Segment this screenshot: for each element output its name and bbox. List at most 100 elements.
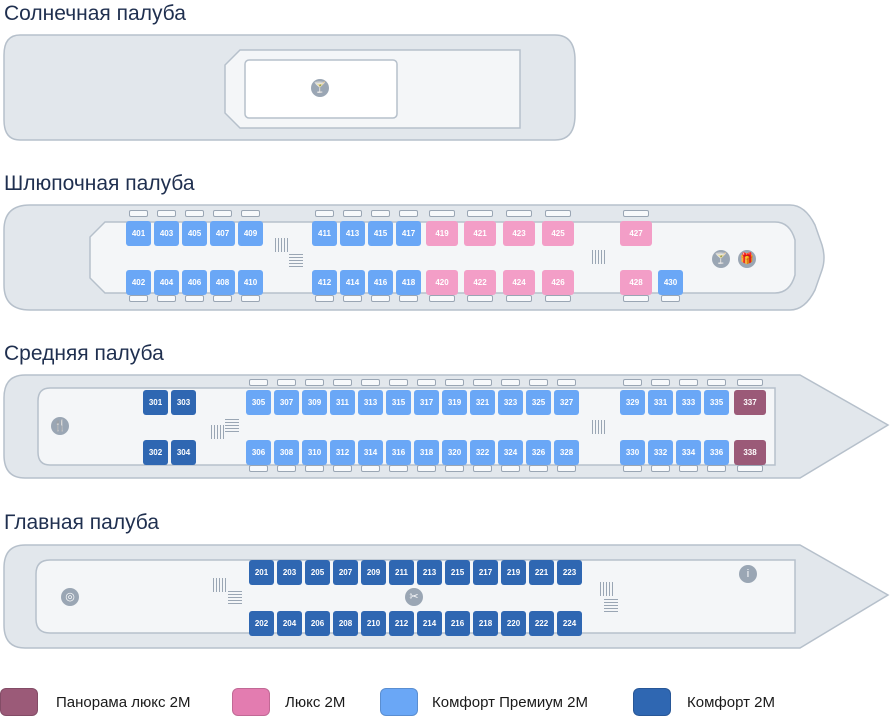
cabin-210[interactable]: 210 xyxy=(361,611,386,636)
cabin-221[interactable]: 221 xyxy=(529,560,554,585)
cabin-426[interactable]: 426 xyxy=(542,270,574,295)
cabin-201[interactable]: 201 xyxy=(249,560,274,585)
cabin-314[interactable]: 314 xyxy=(358,440,383,465)
cabin-209[interactable]: 209 xyxy=(361,560,386,585)
balcony-chairs xyxy=(473,379,492,386)
cabin-407[interactable]: 407 xyxy=(210,221,235,246)
cabin-404[interactable]: 404 xyxy=(154,270,179,295)
cabin-425[interactable]: 425 xyxy=(542,221,574,246)
cabin-411[interactable]: 411 xyxy=(312,221,337,246)
cabin-402[interactable]: 402 xyxy=(126,270,151,295)
cabin-338[interactable]: 338 xyxy=(734,440,766,465)
cabin-217[interactable]: 217 xyxy=(473,560,498,585)
cabin-322[interactable]: 322 xyxy=(470,440,495,465)
cabin-215[interactable]: 215 xyxy=(445,560,470,585)
cabin-336[interactable]: 336 xyxy=(704,440,729,465)
cabin-223[interactable]: 223 xyxy=(557,560,582,585)
cabin-337[interactable]: 337 xyxy=(734,390,766,415)
cabin-403[interactable]: 403 xyxy=(154,221,179,246)
cabin-207[interactable]: 207 xyxy=(333,560,358,585)
cabin-220[interactable]: 220 xyxy=(501,611,526,636)
cabin-419[interactable]: 419 xyxy=(426,221,458,246)
cabin-427[interactable]: 427 xyxy=(620,221,652,246)
cabin-320[interactable]: 320 xyxy=(442,440,467,465)
cabin-216[interactable]: 216 xyxy=(445,611,470,636)
cabin-303[interactable]: 303 xyxy=(171,390,196,415)
cabin-203[interactable]: 203 xyxy=(277,560,302,585)
cabin-428[interactable]: 428 xyxy=(620,270,652,295)
balcony-chairs xyxy=(277,379,296,386)
cabin-308[interactable]: 308 xyxy=(274,440,299,465)
cabin-202[interactable]: 202 xyxy=(249,611,274,636)
cabin-317[interactable]: 317 xyxy=(414,390,439,415)
cabin-214[interactable]: 214 xyxy=(417,611,442,636)
cabin-325[interactable]: 325 xyxy=(526,390,551,415)
cabin-310[interactable]: 310 xyxy=(302,440,327,465)
cabin-301[interactable]: 301 xyxy=(143,390,168,415)
cabin-330[interactable]: 330 xyxy=(620,440,645,465)
cabin-331[interactable]: 331 xyxy=(648,390,673,415)
cabin-326[interactable]: 326 xyxy=(526,440,551,465)
balcony-chairs xyxy=(679,379,698,386)
cabin-304[interactable]: 304 xyxy=(171,440,196,465)
cabin-409[interactable]: 409 xyxy=(238,221,263,246)
cabin-205[interactable]: 205 xyxy=(305,560,330,585)
cabin-414[interactable]: 414 xyxy=(340,270,365,295)
cabin-416[interactable]: 416 xyxy=(368,270,393,295)
cabin-319[interactable]: 319 xyxy=(442,390,467,415)
cabin-406[interactable]: 406 xyxy=(182,270,207,295)
cabin-316[interactable]: 316 xyxy=(386,440,411,465)
cabin-222[interactable]: 222 xyxy=(529,611,554,636)
cabin-219[interactable]: 219 xyxy=(501,560,526,585)
cabin-323[interactable]: 323 xyxy=(498,390,523,415)
cabin-302[interactable]: 302 xyxy=(143,440,168,465)
cabin-212[interactable]: 212 xyxy=(389,611,414,636)
cabin-423[interactable]: 423 xyxy=(503,221,535,246)
cabin-218[interactable]: 218 xyxy=(473,611,498,636)
cabin-412[interactable]: 412 xyxy=(312,270,337,295)
cabin-318[interactable]: 318 xyxy=(414,440,439,465)
cabin-305[interactable]: 305 xyxy=(246,390,271,415)
cabin-332[interactable]: 332 xyxy=(648,440,673,465)
cabin-329[interactable]: 329 xyxy=(620,390,645,415)
cabin-410[interactable]: 410 xyxy=(238,270,263,295)
cabin-321[interactable]: 321 xyxy=(470,390,495,415)
cabin-430[interactable]: 430 xyxy=(658,270,683,295)
legend-swatch xyxy=(633,688,671,716)
cabin-401[interactable]: 401 xyxy=(126,221,151,246)
cabin-421[interactable]: 421 xyxy=(464,221,496,246)
cabin-418[interactable]: 418 xyxy=(396,270,421,295)
cabin-204[interactable]: 204 xyxy=(277,611,302,636)
cabin-415[interactable]: 415 xyxy=(368,221,393,246)
cabin-206[interactable]: 206 xyxy=(305,611,330,636)
cabin-311[interactable]: 311 xyxy=(330,390,355,415)
cabin-211[interactable]: 211 xyxy=(389,560,414,585)
cabin-224[interactable]: 224 xyxy=(557,611,582,636)
stairs-icon xyxy=(228,590,242,604)
cabin-422[interactable]: 422 xyxy=(464,270,496,295)
balcony-chairs xyxy=(241,295,260,302)
cabin-417[interactable]: 417 xyxy=(396,221,421,246)
balcony-chairs xyxy=(249,379,268,386)
cabin-309[interactable]: 309 xyxy=(302,390,327,415)
cabin-312[interactable]: 312 xyxy=(330,440,355,465)
cabin-328[interactable]: 328 xyxy=(554,440,579,465)
cabin-424[interactable]: 424 xyxy=(503,270,535,295)
legend-swatch xyxy=(0,688,38,716)
cabin-335[interactable]: 335 xyxy=(704,390,729,415)
cabin-307[interactable]: 307 xyxy=(274,390,299,415)
cabin-408[interactable]: 408 xyxy=(210,270,235,295)
cabin-208[interactable]: 208 xyxy=(333,611,358,636)
cabin-334[interactable]: 334 xyxy=(676,440,701,465)
cabin-306[interactable]: 306 xyxy=(246,440,271,465)
cabin-315[interactable]: 315 xyxy=(386,390,411,415)
cabin-420[interactable]: 420 xyxy=(426,270,458,295)
stairs-icon xyxy=(600,582,614,596)
cabin-413[interactable]: 413 xyxy=(340,221,365,246)
cabin-313[interactable]: 313 xyxy=(358,390,383,415)
cabin-327[interactable]: 327 xyxy=(554,390,579,415)
cabin-324[interactable]: 324 xyxy=(498,440,523,465)
cabin-333[interactable]: 333 xyxy=(676,390,701,415)
cabin-213[interactable]: 213 xyxy=(417,560,442,585)
cabin-405[interactable]: 405 xyxy=(182,221,207,246)
